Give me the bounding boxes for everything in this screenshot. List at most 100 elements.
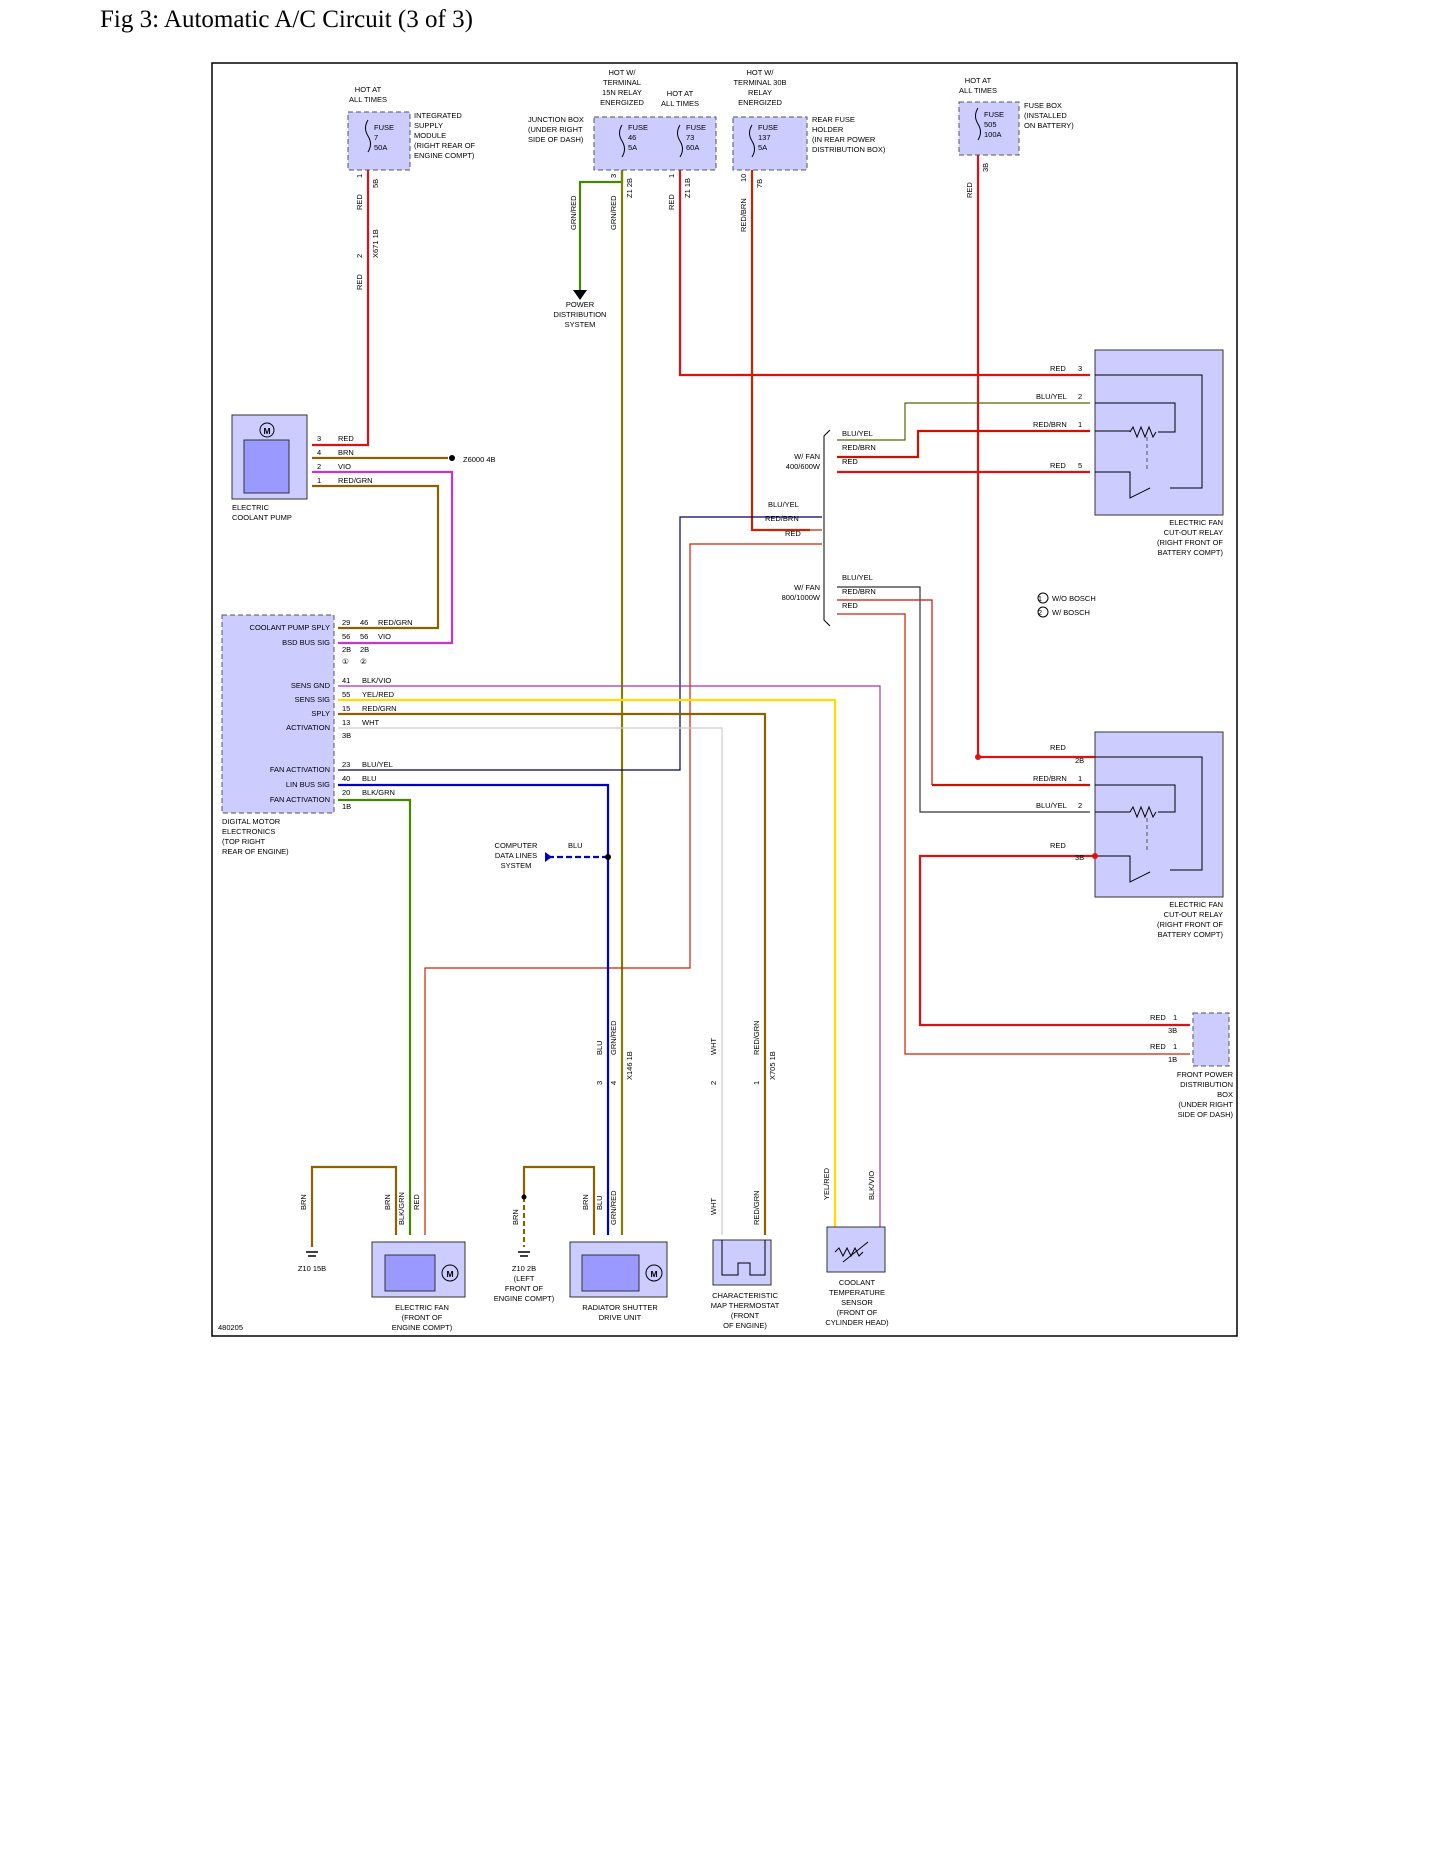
label-line: ENERGIZED [600,98,644,107]
motor-m-glyph: M [650,1269,657,1279]
relay2-conn-3b: 3B [1075,853,1084,862]
vlabel-ism-red: RED [355,194,364,210]
var-red: RED [785,529,801,538]
pin-20: 20 [342,788,350,797]
label-line: (RIGHT FRONT OF [1157,920,1223,929]
label-line: SYSTEM [565,320,596,329]
vlabel-jb-pin3: 3 [609,174,618,178]
relay1-wire-redbrn: RED/BRN [1033,420,1067,429]
label-line: DISTRIBUTION BOX) [812,145,886,154]
label-line: TERMINAL 30B [733,78,786,87]
label-line: (IN REAR POWER [812,135,876,144]
shutter-motor-icon [645,1264,663,1282]
label-line: ALL TIMES [349,95,387,104]
pin-40: 40 [342,774,350,783]
diagram-id: 480205 [218,1323,243,1332]
wire-relay1-redbrn [837,429,1090,459]
label-line: (INSTALLED [1024,111,1067,120]
variant-1-marker: ① [342,657,349,666]
fuse-box [958,101,1020,156]
label-line: 60A [686,143,699,152]
relay1-wire-bluyel: BLU/YEL [1036,392,1067,401]
pump-pin-3: 3 [317,434,321,443]
relay2-wire-red: RED [1050,743,1066,752]
label-line: SUPPLY [414,121,443,130]
vlabel-x671-red: RED [355,274,364,290]
label-line: ELECTRIC FAN [1169,900,1223,909]
vlabel-fan-red: RED [412,1194,421,1210]
label-line: INTEGRATED [414,111,462,120]
var800-red: RED [842,601,858,610]
conn-1b: 1B [342,802,351,811]
data-lines-arrow-icon [545,852,552,862]
var400-red: RED [842,457,858,466]
wire-label-blkgrn-20: BLK/GRN [362,788,395,797]
label-line: ELECTRIC FAN [395,1303,449,1312]
label-line: RELAY [748,88,772,97]
label-line: 100A [984,130,1002,139]
relay1-pin-3: 3 [1078,364,1082,373]
wire-dme-blu [338,783,610,1235]
label-line: COOLANT [839,1278,876,1287]
ism-box [347,111,411,171]
dme-pin-lin: LIN BUS SIG [286,780,330,789]
wo-bosch-num: 1 [1038,594,1042,603]
relay2-pin-1: 1 [1078,774,1082,783]
fuse-symbols [365,107,981,158]
vlabel-fan-brn: BRN [383,1194,392,1210]
var-bluyel: BLU/YEL [768,500,799,509]
thermostat-element-icon [721,1240,766,1276]
relay2-coil-wire [1095,784,1176,813]
vlabel-cts-blkvio: BLK/VIO [867,1171,876,1200]
pin-29: 29 [342,618,350,627]
vlabel-gnd2-brn: BRN [511,1209,520,1225]
conn-2b-b: 2B [360,645,369,654]
label-line: (FRONT OF [402,1313,443,1322]
relay1-wire-red5: RED [1050,461,1066,470]
var400-bluyel: BLU/YEL [842,429,873,438]
pump-pin-2: 2 [317,462,321,471]
splice-gnd2-dot [521,1194,527,1200]
dme-pin-sens-sig: SENS SIG [295,695,331,704]
relay2-conn-2b: 2B [1075,756,1084,765]
label-line: HOT AT [355,85,382,94]
label-line: Z10 15B [298,1264,326,1273]
label-line: Z10 2B [512,1264,536,1273]
wire-dme-blkgrn [338,798,412,1235]
label-line: ELECTRIC [232,503,270,512]
vlabel-fb-3b: 3B [981,163,990,172]
dme-box [221,614,335,814]
wire-pump-redgrn [312,484,440,630]
relay1-coil-icon [1129,425,1157,439]
electric-fan-motor-icon [441,1264,459,1282]
label-line: 400/600W [786,462,821,471]
pin-56: 56 [342,632,350,641]
splice-fb505-dot [975,754,981,760]
wo-bosch-marker-icon [1037,592,1049,604]
label-line: COOLANT PUMP [232,513,292,522]
label-line: SYSTEM [501,861,532,870]
vlabel-rfh-redbrn: RED/BRN [739,198,748,232]
label-line: 50A [374,143,387,152]
vlabel-x146: X146 1B [625,1051,634,1080]
label-line: JUNCTION BOX [528,115,584,124]
pdb-pin-1b: 1 [1173,1042,1177,1051]
w-bosch-num: 2 [1038,608,1042,617]
label-line: 137 [758,133,771,142]
label-line: SENSOR [841,1298,873,1307]
relay2-wire-red3b: RED [1050,841,1066,850]
junction-box [593,116,717,171]
label-line: BOX [1217,1090,1233,1099]
vlabel-gnd1-brn: BRN [299,1194,308,1210]
label-line: ENGINE COMPT) [414,151,475,160]
